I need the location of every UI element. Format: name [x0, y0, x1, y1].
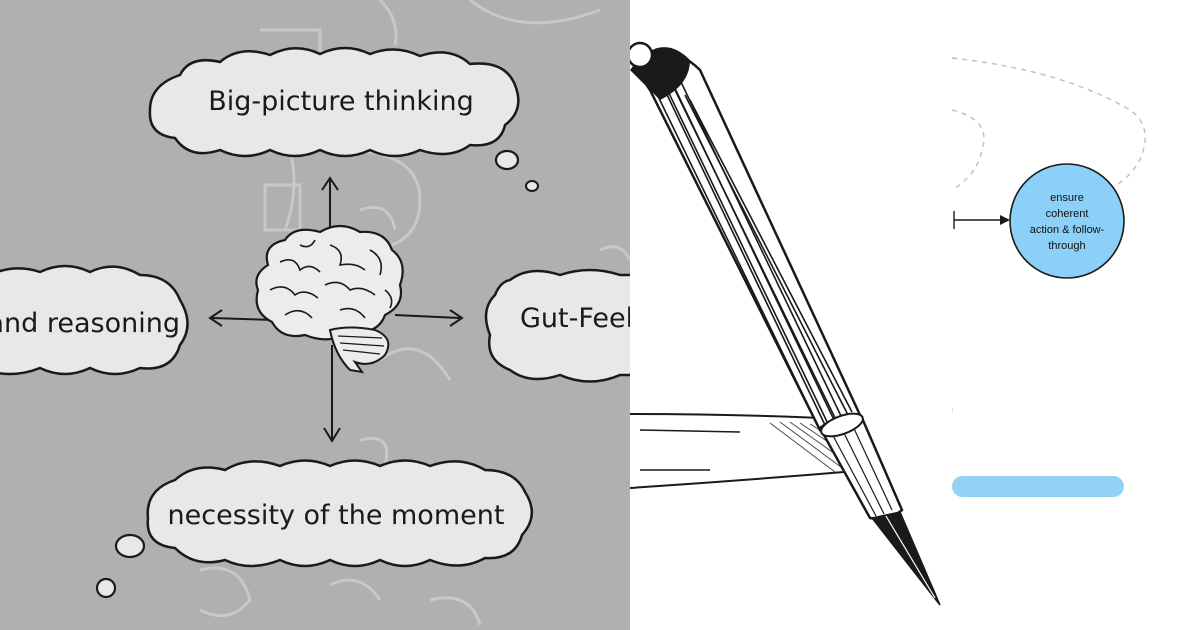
flow-diagram-panel: ensure coherent action & follow- through — [952, 0, 1200, 630]
cloud-right — [484, 268, 630, 383]
label-necessity: necessity of the moment — [168, 500, 505, 531]
cloud-bottom — [95, 459, 533, 599]
arrow-right — [394, 314, 461, 319]
pen-icon — [630, 41, 941, 606]
node-line-1: ensure — [1050, 192, 1084, 204]
background-scribbles — [199, 0, 630, 626]
progress-bar — [952, 476, 1124, 497]
node-line-2: coherent — [1046, 208, 1089, 220]
flow-node — [1009, 163, 1125, 279]
arrow-left — [211, 317, 276, 321]
mind-map-panel: Big-picture thinking and reasoning Gut-F… — [0, 0, 630, 630]
label-reasoning: and reasoning — [0, 308, 180, 339]
node-line-4: through — [1048, 240, 1085, 252]
brain-icon — [255, 224, 404, 374]
label-gut-feel: Gut-Feel — [520, 303, 630, 334]
arrow-down-head — [323, 427, 341, 443]
arrow-up-head — [321, 176, 339, 191]
node-line-3: action & follow- — [1030, 224, 1105, 236]
arrow-left-head — [208, 309, 223, 327]
cloud-left — [0, 264, 189, 376]
pen-illustration-panel — [630, 0, 952, 630]
label-big-picture: Big-picture thinking — [208, 86, 474, 117]
cloud-top — [148, 46, 539, 192]
dashed-connectors — [952, 57, 1146, 191]
arrow-right-head — [449, 309, 464, 327]
arrow-into-node — [953, 211, 1010, 229]
